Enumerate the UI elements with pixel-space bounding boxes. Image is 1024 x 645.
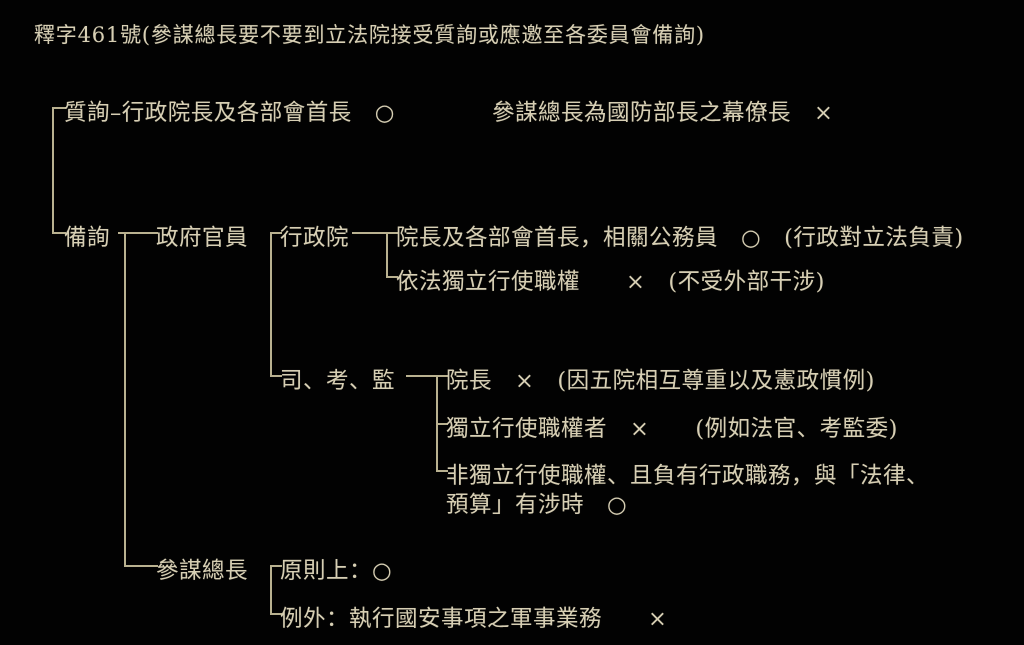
chief-of-staff-item-1: 原則上：○ [280, 558, 393, 584]
beixun-branch-to-govt-officials [124, 232, 158, 234]
si-kao-jian-item-2: 獨立行使職權者 × (例如法官、考監委) [446, 416, 898, 442]
govt-officials-branch-to-si-kao-jian [270, 375, 282, 377]
node-zhixun: 質詢–行政院長及各部會首長 ○ [64, 99, 395, 128]
executive-yuan-branch-2 [386, 276, 398, 278]
executive-yuan-spine-vertical [386, 232, 388, 276]
root-branch-to-beixun [52, 232, 66, 234]
chief-of-staff-branch-1 [270, 565, 282, 567]
node-beixun: 備詢 [64, 225, 111, 251]
node-executive-yuan: 行政院 [280, 225, 350, 251]
beixun-spine-vertical [124, 232, 126, 565]
si-kao-jian-stem-horizontal [406, 375, 438, 377]
si-kao-jian-branch-2 [436, 423, 448, 425]
chief-of-staff-branch-2 [270, 613, 282, 615]
node-govt-officials: 政府官員 [156, 225, 249, 251]
si-kao-jian-branch-1 [436, 375, 448, 377]
root-spine-vertical [52, 107, 54, 233]
executive-yuan-item-1: 院長及各部會首長，相關公務員 ○ (行政對立法負責) [396, 225, 964, 251]
executive-yuan-item-2: 依法獨立行使職權 × (不受外部干涉) [396, 269, 825, 295]
node-si-kao-jian: 司、考、監 [280, 368, 396, 394]
govt-officials-branch-to-executive-yuan [270, 232, 282, 234]
chief-of-staff-item-2: 例外：執行國安事項之軍事業務 × [280, 606, 668, 632]
govt-officials-spine-vertical [270, 232, 272, 375]
si-kao-jian-spine-vertical [436, 375, 438, 470]
node-chief-of-staff: 參謀總長 [156, 558, 249, 584]
si-kao-jian-item-1: 院長 × (因五院相互尊重以及憲政慣例) [446, 368, 875, 394]
note-chief-of-staff-is-aide: 參謀總長為國防部長之幕僚長 × [492, 100, 834, 126]
executive-yuan-stem-horizontal [352, 232, 388, 234]
page-title: 釋字461號(參謀總長要不要到立法院接受質詢或應邀至各委員會備詢) [34, 23, 705, 47]
executive-yuan-branch-1 [386, 232, 398, 234]
beixun-branch-to-chief-of-staff [124, 565, 158, 567]
node-zhixun-child: 行政院長及各部會首長 ○ [121, 100, 395, 126]
node-zhixun-label: 質詢 [64, 100, 111, 126]
si-kao-jian-branch-3 [436, 470, 448, 472]
si-kao-jian-item-3: 非獨立行使職權、且負有行政職務，與「法律、 預算」有涉時 ○ [446, 463, 930, 519]
zhixun-dash: – [110, 100, 122, 126]
chief-of-staff-spine-vertical [270, 565, 272, 613]
root-branch-to-zhixun [52, 107, 66, 109]
